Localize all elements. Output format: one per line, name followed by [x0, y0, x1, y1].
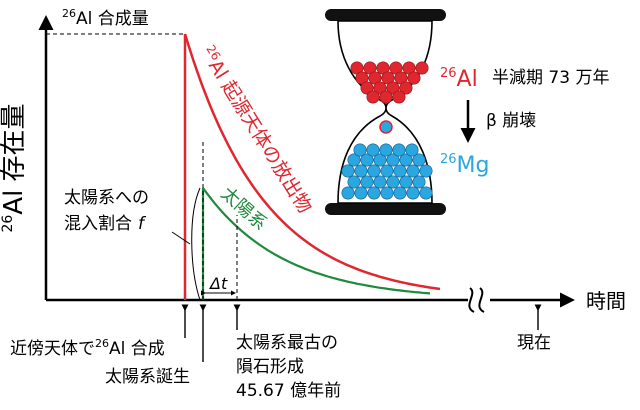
mixing-fraction-brace — [191, 187, 201, 301]
axis-break-icon — [468, 287, 485, 313]
atom — [419, 164, 433, 178]
atom — [354, 164, 368, 178]
synthesis-label: 26Al 合成量 — [62, 7, 149, 29]
delta-t-label: Δt — [208, 274, 228, 293]
atom — [360, 153, 374, 167]
atom — [399, 153, 413, 167]
atom — [392, 90, 406, 104]
atom — [360, 81, 374, 95]
beta-decay-label: β 崩壊 — [486, 111, 536, 131]
atom — [393, 186, 407, 200]
y-axis-label: 26Al 存在量 — [0, 103, 29, 232]
atom — [407, 71, 421, 85]
atom — [406, 186, 420, 200]
nearby-synthesis-label: 近傍天体で26Al 合成 — [10, 337, 165, 359]
atom — [399, 81, 413, 95]
decaying-atom — [379, 120, 393, 134]
hourglass-top-cap — [325, 9, 446, 21]
x-axis-label: 時間 — [586, 289, 626, 313]
solar-curve-label: 太陽系 — [217, 183, 271, 235]
atom — [380, 186, 394, 200]
mixing-pointer — [171, 231, 191, 245]
oldest-meteorite-line3: 45.67 億年前 — [236, 381, 341, 401]
atom — [366, 143, 380, 157]
atom — [373, 81, 387, 95]
atom — [380, 164, 394, 178]
atom — [373, 175, 387, 189]
source-decay-curve — [183, 33, 441, 291]
al26-label: 26Al — [440, 66, 478, 92]
atom — [373, 153, 387, 167]
atom — [367, 186, 381, 200]
svg-text:26Al 存在量: 26Al 存在量 — [0, 103, 29, 232]
atom — [386, 175, 400, 189]
mg26-label: 26Mg — [440, 152, 490, 178]
solar-birth-label: 太陽系誕生 — [105, 367, 190, 387]
atom — [392, 143, 406, 157]
atom — [353, 143, 367, 157]
mg26-atoms — [341, 143, 433, 200]
atom — [399, 175, 413, 189]
atom — [393, 164, 407, 178]
oldest-meteorite-line2: 隕石形成 — [236, 357, 304, 377]
oldest-meteorite-line1: 太陽系最古の — [236, 333, 338, 353]
al26-atoms — [350, 61, 429, 104]
hourglass — [325, 9, 446, 215]
atom — [347, 153, 361, 167]
atom — [354, 186, 368, 200]
mixing-label-line1: 太陽系への — [64, 188, 149, 208]
hourglass-bottom-cap — [325, 203, 446, 215]
atom — [341, 186, 355, 200]
half-life-label: 半減期 73 万年 — [492, 68, 609, 88]
atom — [341, 164, 355, 178]
solar-decay-curve — [202, 187, 431, 295]
atom — [367, 164, 381, 178]
atom — [386, 81, 400, 95]
present-label: 現在 — [517, 333, 551, 353]
atom — [405, 143, 419, 157]
atom — [406, 164, 420, 178]
atom — [412, 175, 426, 189]
atom — [360, 175, 374, 189]
atom — [419, 186, 433, 200]
atom — [379, 143, 393, 157]
atom — [412, 153, 426, 167]
atom — [379, 90, 393, 104]
atom — [386, 153, 400, 167]
atom — [366, 90, 380, 104]
atom — [415, 61, 429, 75]
atom — [347, 175, 361, 189]
